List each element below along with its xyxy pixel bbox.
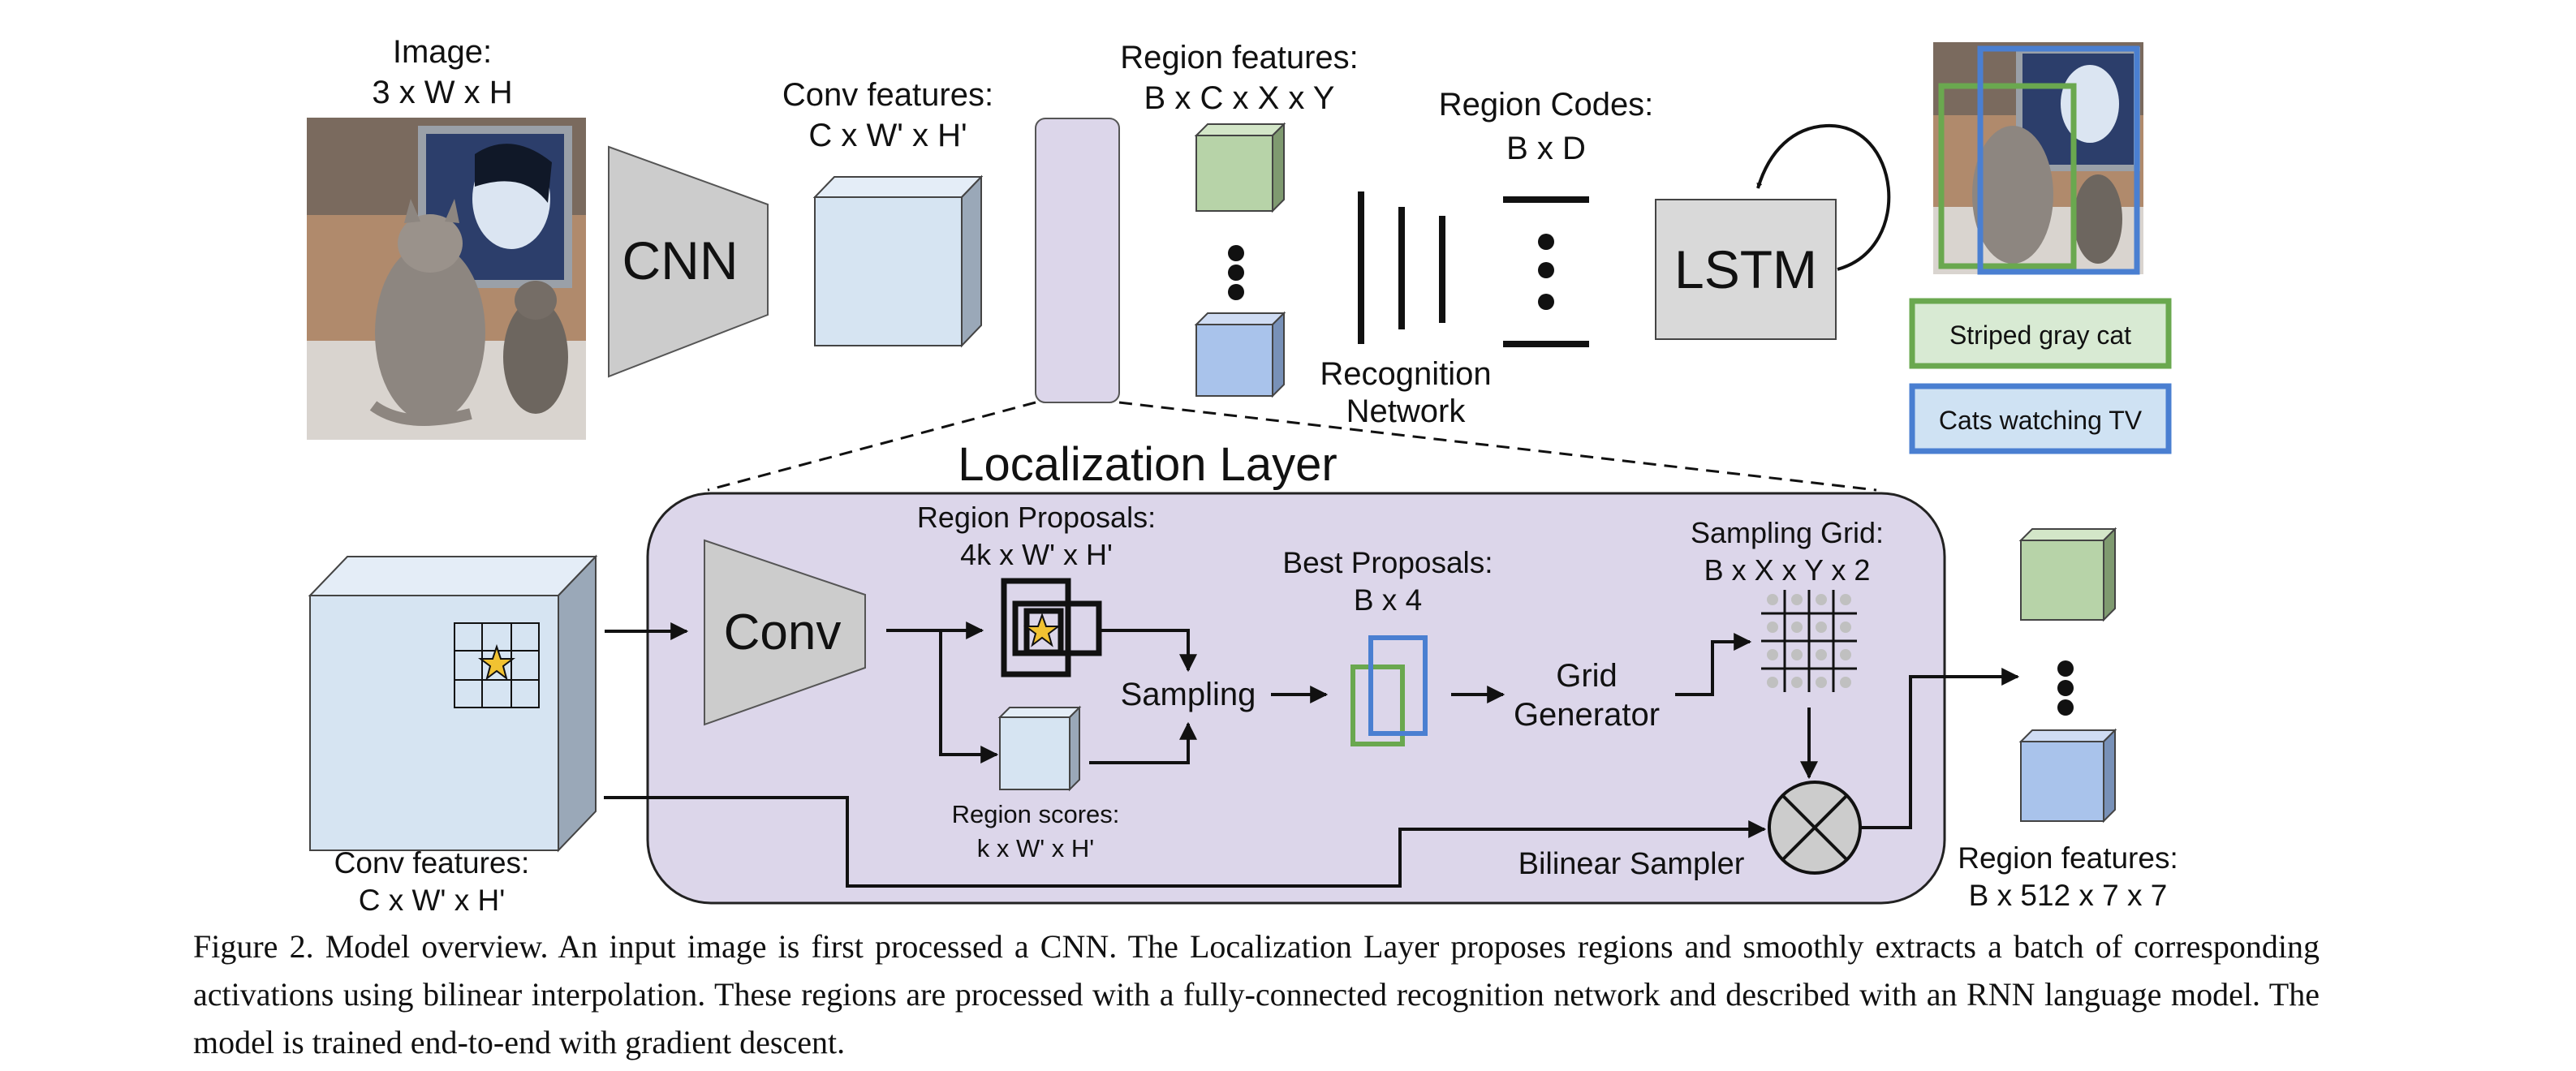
- bilinear-sampler-node: [1768, 781, 1862, 875]
- lstm-block: LSTM: [1655, 199, 1837, 340]
- output-dots: [2057, 660, 2074, 716]
- bottom-conv-dims: C x W' x H': [359, 884, 506, 917]
- best-proposal-blue-box: [1368, 635, 1428, 736]
- conv-features-cube: [812, 174, 984, 348]
- grid-generator-line2: Generator: [1514, 697, 1660, 733]
- caption-label-green-text: Striped gray cat: [1949, 320, 2131, 350]
- lstm-recurrent-arrow: [1756, 123, 1891, 271]
- zoom-line-right: [1118, 401, 1877, 492]
- output-blue-cube: [2018, 728, 2117, 824]
- conv-features-dims: C x W' x H': [808, 118, 967, 153]
- proposal-star-icon: [1023, 613, 1061, 647]
- output-image: [1933, 42, 2143, 274]
- best-proposals-title: Best Proposals:: [1282, 546, 1493, 579]
- output-box-green: [1938, 83, 2077, 269]
- region-codes-dims: B x D: [1506, 131, 1586, 166]
- output-region-dims: B x 512 x 7 x 7: [1969, 879, 2168, 912]
- conv-label: Conv: [724, 604, 842, 660]
- bottom-conv-features-cube: [308, 554, 598, 853]
- arrow-features-to-sampler: [604, 796, 1767, 888]
- output-box-blue: [1977, 45, 2140, 275]
- output-region-title: Region features:: [1958, 841, 2178, 875]
- region-features-dims: B x C x X x Y: [1144, 80, 1335, 116]
- localization-layer-panel: [646, 492, 1946, 905]
- caption-label-blue-text: Cats watching TV: [1939, 406, 2143, 435]
- region-codes-symbol: [1503, 196, 1589, 347]
- region-scores-title: Region scores:: [952, 800, 1120, 828]
- region-scores-dims: k x W' x H': [977, 834, 1094, 862]
- image-dims: 3 x W x H: [372, 75, 512, 110]
- region-proposals-dims: 4k x W' x H': [960, 538, 1113, 571]
- output-green-cube: [2018, 527, 2117, 622]
- region-feature-green-cube: [1194, 122, 1286, 213]
- anchor-star-icon: [478, 643, 515, 681]
- region-scores-cube: [997, 705, 1082, 792]
- input-image: [307, 118, 586, 440]
- recognition-label-line1: Recognition: [1320, 356, 1491, 392]
- bilinear-sampler-label: Bilinear Sampler: [1518, 847, 1745, 881]
- region-features-title: Region features:: [1120, 40, 1359, 75]
- cnn-label: CNN: [622, 230, 739, 290]
- caption-label-green: Striped gray cat: [1909, 298, 2172, 369]
- region-codes-title: Region Codes:: [1439, 87, 1654, 123]
- region-feature-blue-cube: [1194, 311, 1286, 398]
- arrow-proposals-to-sampling: [1101, 629, 1197, 673]
- sampling-label: Sampling: [1121, 677, 1256, 712]
- caption-label-blue: Cats watching TV: [1909, 383, 2172, 454]
- recognition-network-bars: [1358, 191, 1445, 344]
- zoom-line-left: [707, 401, 1036, 492]
- arrow-grid-to-sampling-grid: [1675, 633, 1752, 696]
- best-proposal-green-box: [1350, 665, 1405, 746]
- conv-block: Conv: [704, 539, 866, 726]
- grid-generator-line1: Grid: [1556, 658, 1618, 694]
- recognition-label-line2: Network: [1346, 394, 1467, 429]
- sampling-grid-dims: B x X x Y x 2: [1704, 553, 1871, 587]
- region-proposals-boxes: [1001, 578, 1102, 677]
- sampling-grid-symbol: [1761, 590, 1857, 692]
- figure-caption: Figure 2. Model overview. An input image…: [193, 928, 2320, 1060]
- localization-output-bar: [1035, 118, 1120, 403]
- best-proposals-dims: B x 4: [1354, 583, 1422, 617]
- lstm-label: LSTM: [1674, 239, 1817, 299]
- conv-features-title: Conv features:: [782, 77, 993, 113]
- arrow-conv-to-scores: [939, 630, 999, 763]
- localization-layer-title: Localization Layer: [958, 438, 1338, 491]
- region-proposals-title: Region Proposals:: [917, 501, 1156, 534]
- cnn-block: CNN: [608, 145, 769, 378]
- arrow-sampler-to-output: [1860, 668, 2020, 829]
- arrow-scores-to-sampling: [1089, 721, 1197, 764]
- region-feature-dots: [1228, 245, 1244, 300]
- sampling-grid-title: Sampling Grid:: [1691, 516, 1884, 549]
- image-title: Image:: [393, 34, 492, 70]
- bottom-conv-title: Conv features:: [334, 846, 530, 880]
